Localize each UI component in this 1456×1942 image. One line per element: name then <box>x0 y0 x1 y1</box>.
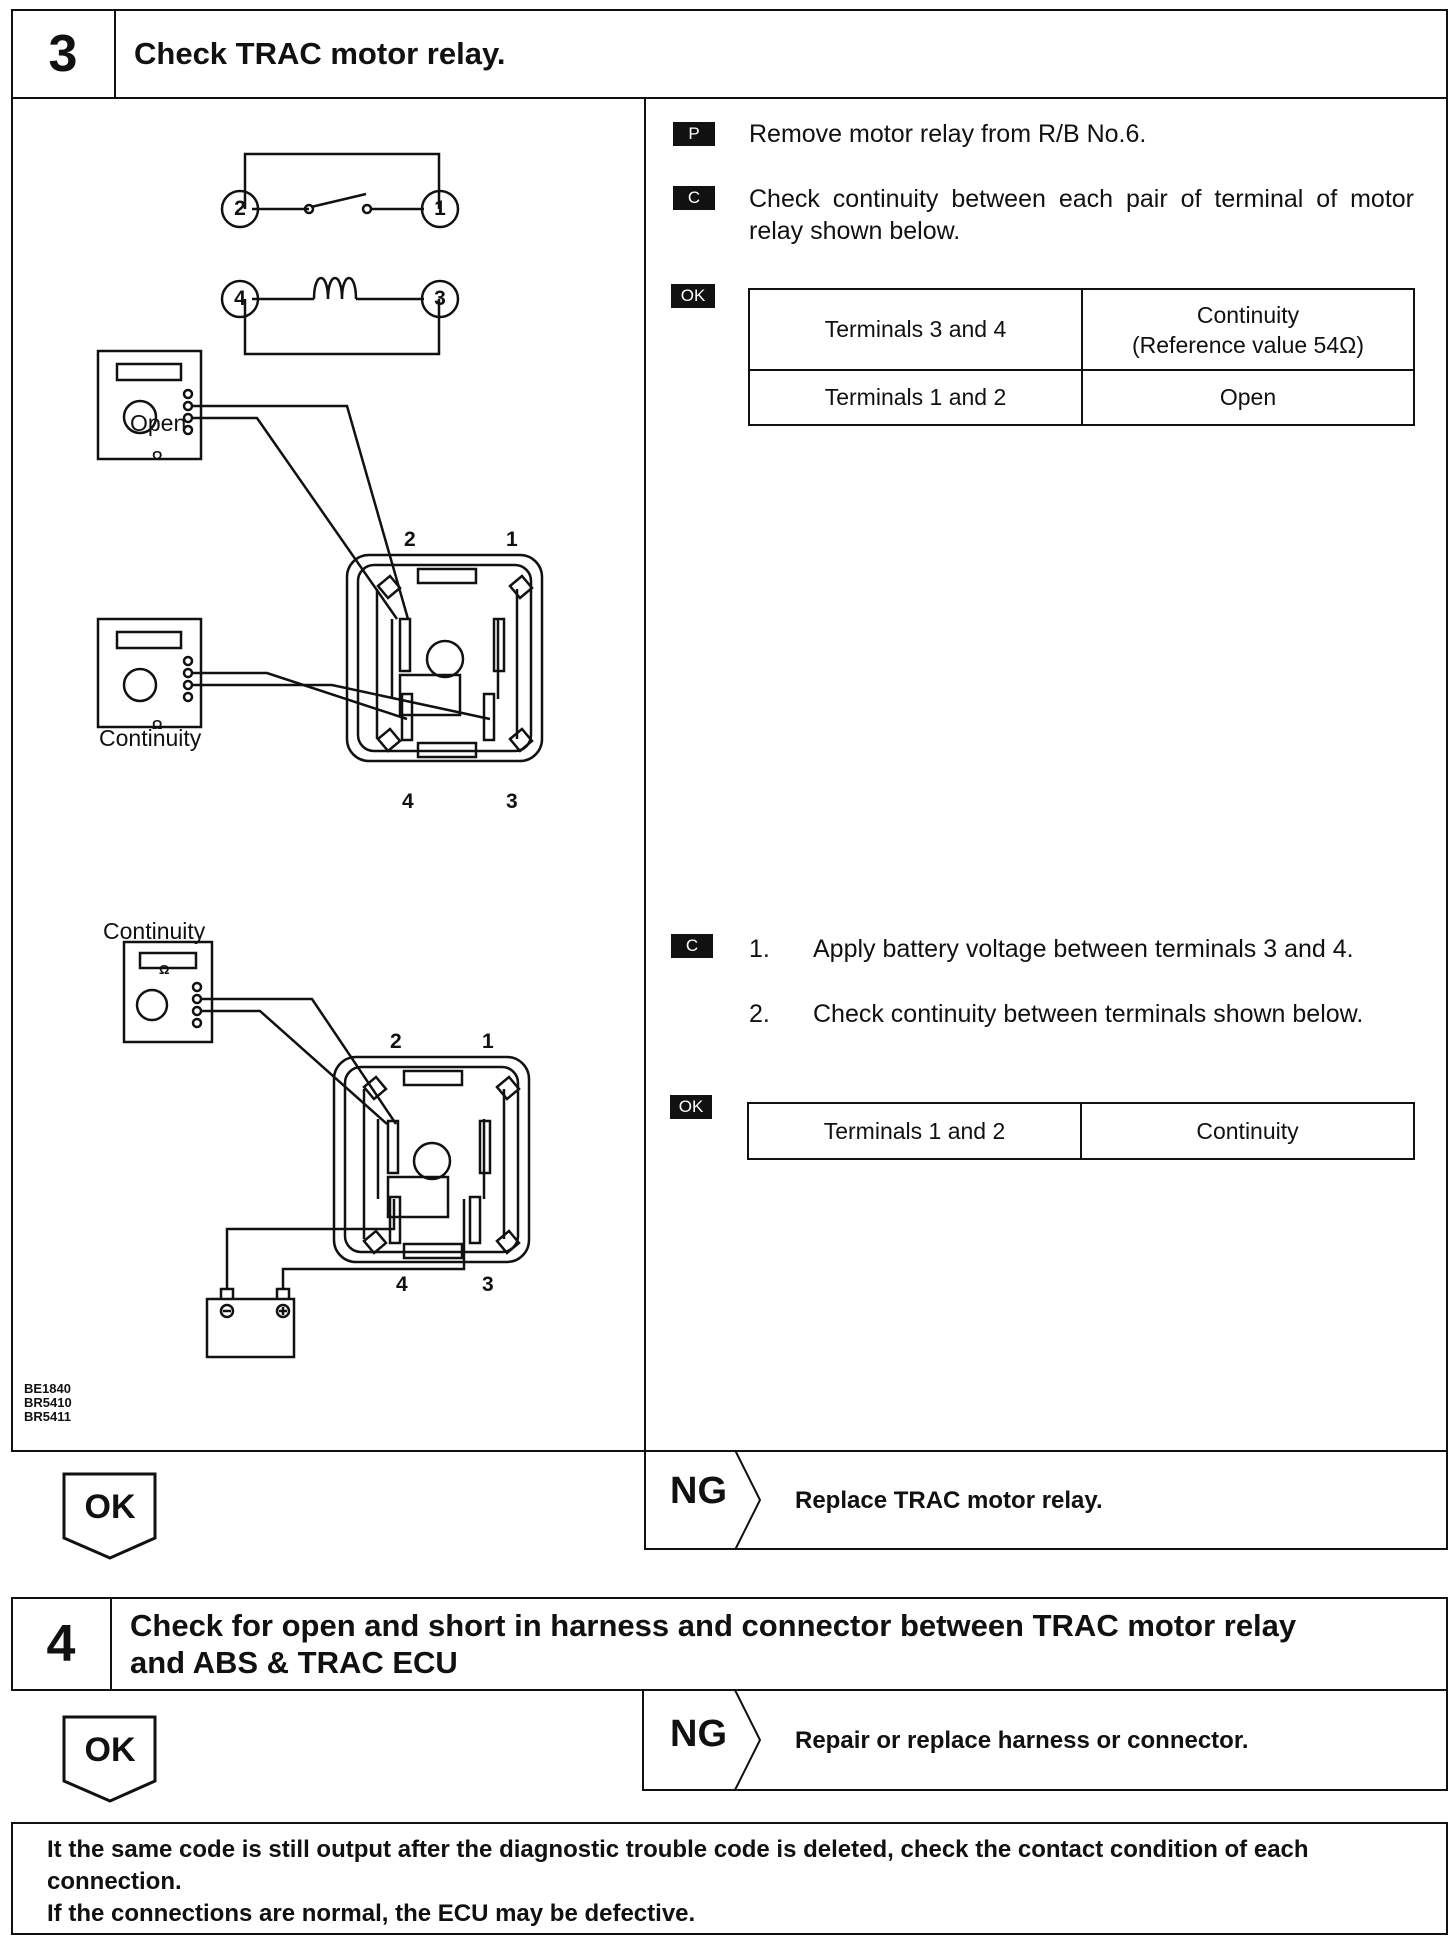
continuity-table-1: Terminals 3 and 4 Continuity (Reference … <box>748 288 1415 426</box>
table-cell: Terminals 3 and 4 <box>748 288 1083 371</box>
relay-pin: 2 <box>390 1030 402 1053</box>
ohm-symbol: Ω <box>152 448 163 463</box>
table-cell: Continuity (Reference value 54Ω) <box>1081 288 1415 371</box>
step3-panel <box>11 9 1448 1452</box>
schematic-pin: 1 <box>434 197 446 220</box>
battery <box>205 1287 296 1359</box>
relay-pin: 2 <box>404 528 416 551</box>
figure-codes: BE1840 BR5410 BR5411 <box>24 1381 72 1424</box>
step3-ng-box <box>644 1449 1448 1550</box>
meter-continuity-2 <box>122 940 214 1044</box>
p-tag: P <box>673 122 715 146</box>
table-row: Terminals 3 and 4 Continuity (Reference … <box>748 288 1415 371</box>
table-cell: Continuity <box>1080 1102 1415 1160</box>
step3-number: 3 <box>48 25 78 83</box>
relay-pin: 4 <box>396 1273 408 1296</box>
relay-schematic <box>220 152 460 356</box>
table-cell: Open <box>1081 369 1415 426</box>
c-tag: C <box>671 934 713 958</box>
table-cell: Terminals 1 and 2 <box>747 1102 1082 1160</box>
ohm-symbol: Ω <box>159 962 170 977</box>
step3-ok-button[interactable]: OK <box>60 1470 160 1562</box>
relay-pin: 1 <box>506 528 518 551</box>
step-number: 2. <box>749 1000 770 1028</box>
step4-number-divider <box>110 1597 112 1691</box>
relay-pin: 3 <box>506 790 518 813</box>
schematic-pin: 4 <box>234 287 246 310</box>
c-instruction: Check continuity between each pair of te… <box>749 185 1414 245</box>
note-box: It the same code is still output after t… <box>11 1822 1448 1935</box>
step4-number: 4 <box>46 1615 76 1673</box>
step3-title: Check TRAC motor relay. <box>134 36 506 72</box>
step-text: Apply battery voltage between terminals … <box>813 935 1354 963</box>
step3-header-divider <box>11 97 1448 99</box>
schematic-pin: 3 <box>434 287 446 310</box>
ng-chevron <box>734 1450 762 1550</box>
step3-number-divider <box>114 9 116 99</box>
ng-label: NG <box>670 1713 727 1755</box>
note-line: If the connections are normal, the ECU m… <box>47 1900 696 1927</box>
relay-pin: 1 <box>482 1030 494 1053</box>
continuity-table-2: Terminals 1 and 2 Continuity <box>747 1102 1415 1160</box>
ng-instruction: Replace TRAC motor relay. <box>795 1487 1103 1514</box>
ok-label: OK <box>84 1488 136 1526</box>
step4-header <box>11 1597 1448 1691</box>
meter-open <box>96 349 203 461</box>
continuity-label: Continuity <box>99 725 202 751</box>
ng-label: NG <box>670 1470 727 1512</box>
open-label: Open <box>130 410 187 436</box>
relay-pin: 3 <box>482 1273 494 1296</box>
note-line: It the same code is still output after t… <box>47 1836 1309 1895</box>
table-cell: Terminals 1 and 2 <box>748 369 1083 426</box>
relay-figure <box>96 152 544 1359</box>
step4-title: Check for open and short in harness and … <box>130 1607 1297 1680</box>
ng-instruction: Repair or replace harness or connector. <box>795 1727 1249 1754</box>
table-row: Terminals 1 and 2 Open <box>748 369 1415 426</box>
continuity-label: Continuity <box>103 918 206 944</box>
step-number: 1. <box>749 935 770 963</box>
relay-connector-1 <box>345 553 544 763</box>
ok-label: OK <box>84 1731 136 1769</box>
step3-column-divider <box>644 97 646 1452</box>
step4-ng-box <box>642 1689 1448 1791</box>
ok-tag: OK <box>671 284 715 308</box>
table-row: Terminals 1 and 2 Continuity <box>747 1102 1415 1160</box>
schematic-pin: 2 <box>234 197 246 220</box>
ok-tag: OK <box>670 1095 712 1119</box>
step-text: Check continuity between terminals shown… <box>813 1000 1364 1028</box>
step4-ok-button[interactable]: OK <box>60 1713 160 1805</box>
relay-pin: 4 <box>402 790 414 813</box>
meter-continuity-1 <box>96 617 203 729</box>
ng-chevron <box>734 1690 762 1790</box>
relay-connector-2 <box>332 1055 531 1264</box>
p-instruction: Remove motor relay from R/B No.6. <box>749 120 1147 148</box>
c-tag: C <box>673 186 715 210</box>
ohm-symbol: Ω <box>152 717 163 732</box>
